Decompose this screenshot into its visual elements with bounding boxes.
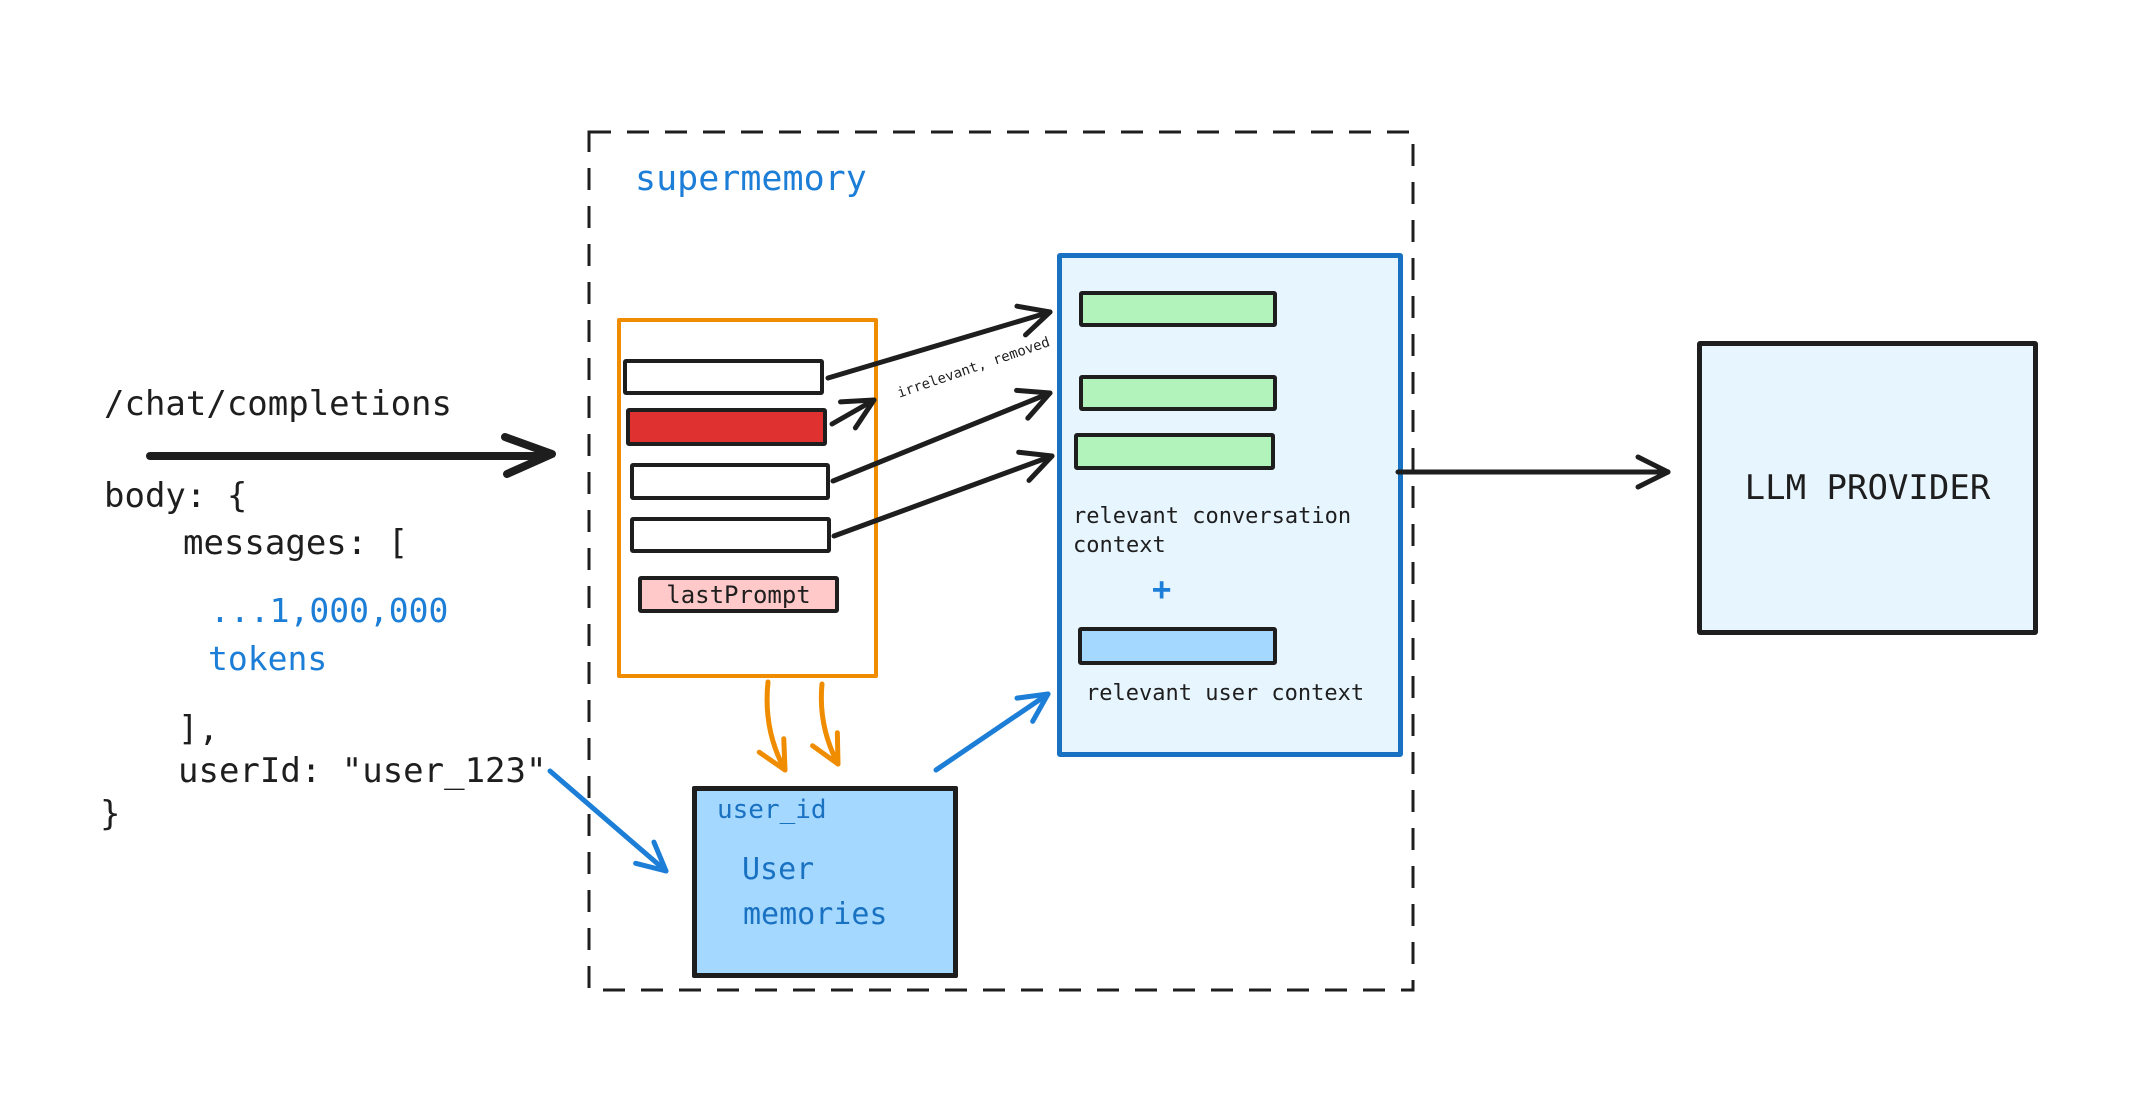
code-userid-line: userId: "user_123" (178, 751, 547, 791)
code-tokens-word: tokens (208, 639, 328, 678)
user-id-key-label: user_id (717, 795, 827, 825)
code-body-close: } (100, 794, 121, 834)
supermemory-label: supermemory (635, 159, 867, 199)
llm-provider-box: LLM PROVIDER (1697, 341, 2038, 635)
message-kept-3 (630, 517, 831, 553)
relevant-context-block-1 (1079, 291, 1277, 327)
conversation-context-caption: relevant conversation context (1073, 504, 1352, 558)
stack-to-memories-arrow-1 (756, 679, 788, 773)
message-kept-2 (630, 463, 830, 500)
userid-to-memories-arrow (547, 768, 669, 874)
user-memories-title-line1: User (742, 852, 815, 887)
endpoint-label: /chat/completions (104, 384, 452, 424)
stack-to-memories-arrow-2 (810, 681, 841, 767)
code-body-open: body: { (104, 476, 248, 516)
code-messages-close: ], (178, 709, 219, 749)
relevant-context-block-2 (1079, 375, 1277, 411)
irrelevant-removed-annotation: irrelevant, removed (895, 334, 1053, 402)
llm-provider-label: LLM PROVIDER (1744, 468, 1991, 508)
plus-sign: + (1152, 570, 1172, 608)
last-prompt-label: lastPrompt (666, 580, 811, 609)
relevant-user-context-block (1078, 627, 1277, 665)
memories-to-context-arrow (933, 691, 1051, 773)
last-prompt-box: lastPrompt (638, 576, 839, 613)
user-context-caption: relevant user context (1086, 681, 1365, 706)
message-irrelevant (626, 408, 827, 446)
message-kept-1 (623, 359, 824, 395)
relevant-context-block-3 (1074, 433, 1275, 470)
user-memories-title-line2: memories (743, 897, 888, 932)
code-tokens-count: ...1,000,000 (210, 591, 449, 630)
request-arrow-head (501, 433, 556, 478)
code-messages-open: messages: [ (183, 523, 409, 563)
